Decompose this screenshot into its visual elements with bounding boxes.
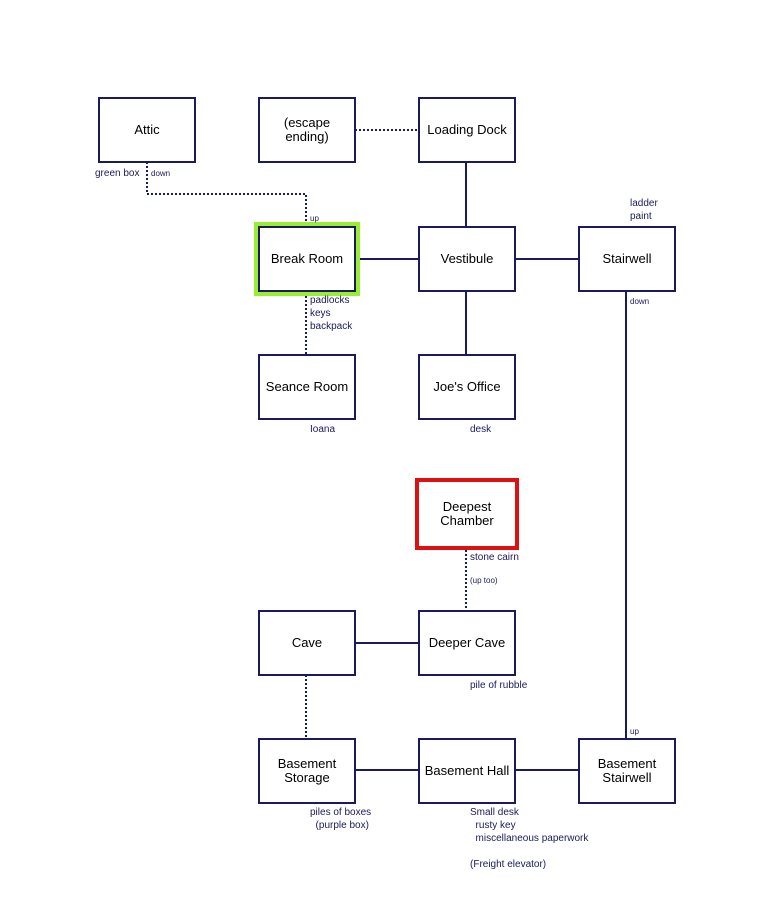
room-vestibule[interactable]: Vestibule <box>418 226 516 292</box>
room-seance-room[interactable]: Seance Room <box>258 354 356 420</box>
seance-room-items-label: Ioana <box>310 424 336 435</box>
room-basement-stairwell[interactable]: Basement Stairwell <box>578 738 676 804</box>
break-room-items-label: padlocks keys backpack <box>310 295 353 332</box>
break-room-up-label: up <box>310 214 319 223</box>
link-attic-break-room <box>146 162 307 226</box>
basement-hall-items-label: Small desk rusty key miscellaneous paper… <box>470 807 589 844</box>
joes-office-items-label: desk <box>470 424 492 435</box>
deeper-cave-items-label: pile of rubble <box>470 680 528 691</box>
room-joes-office[interactable]: Joe's Office <box>418 354 516 420</box>
room-attic[interactable]: Attic <box>98 97 196 163</box>
deepest-chamber-up-label: (up too) <box>470 576 498 585</box>
stairwell-down-label: down <box>630 297 650 306</box>
attic-down-label: down <box>151 169 171 178</box>
room-break-room[interactable]: Break Room <box>254 222 360 296</box>
deepest-chamber-items-label: stone cairn <box>470 552 519 563</box>
room-deepest-chamber[interactable]: Deepest Chamber <box>415 478 519 550</box>
freight-elevator-label: (Freight elevator) <box>470 859 547 870</box>
room-loading-dock[interactable]: Loading Dock <box>418 97 516 163</box>
room-escape-ending[interactable]: (escape ending) <box>258 97 356 163</box>
attic-items-label: green box <box>95 168 140 179</box>
basement-stairwell-up-label: up <box>630 727 639 736</box>
room-cave[interactable]: Cave <box>258 610 356 676</box>
room-basement-hall[interactable]: Basement Hall <box>418 738 516 804</box>
room-stairwell[interactable]: Stairwell <box>578 226 676 292</box>
room-basement-storage[interactable]: Basement Storage <box>258 738 356 804</box>
room-deeper-cave[interactable]: Deeper Cave <box>418 610 516 676</box>
stairwell-items-label: ladder paint <box>630 198 658 222</box>
basement-storage-items-label: piles of boxes (purple box) <box>310 807 372 831</box>
